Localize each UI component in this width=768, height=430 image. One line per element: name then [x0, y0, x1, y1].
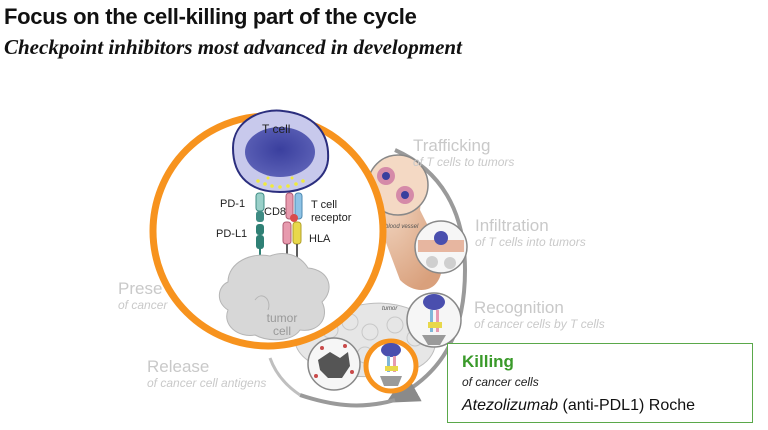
step-trafficking-label: Trafficking [413, 136, 491, 155]
t-cell-label: T cell [262, 122, 291, 136]
hla-label: HLA [309, 233, 331, 245]
t-cell-nucleus [245, 127, 315, 177]
recognition-circle [406, 292, 462, 348]
step-infiltration: Infiltration of T cells into tumors [475, 216, 586, 250]
drug-line: Atezolizumab (anti-PDL1) Roche [462, 397, 695, 415]
step-presentation-detail: of cancer [118, 298, 168, 312]
blood-vessel-label: blood vessel [385, 224, 419, 230]
pd1-receptor [255, 192, 265, 222]
step-recognition: Recognition of cancer cells by T cells [474, 298, 605, 332]
zoom-circle [149, 109, 387, 350]
tcr-label: T cell receptor [311, 199, 352, 224]
infiltration-circle [414, 220, 468, 274]
step-trafficking-detail: of T cells to tumors [413, 155, 515, 169]
trafficking-circle [367, 154, 429, 216]
killing-detail: of cancer cells [462, 375, 539, 389]
step-infiltration-detail: of T cells into tumors [475, 235, 586, 249]
killing-circle [363, 338, 419, 394]
pdl1-label: PD-L1 [216, 228, 248, 240]
cycle-arrow-lower [299, 393, 396, 408]
drug-company: Roche [648, 397, 696, 414]
pd1-label: PD-1 [220, 198, 246, 210]
page-subtitle: Checkpoint inhibitors most advanced in d… [4, 35, 462, 59]
step-release: Release of cancer cell antigens [147, 357, 266, 391]
cycle-arrow [386, 148, 468, 403]
tumor-cell-label: tumor cell [266, 311, 298, 338]
step-release-detail: of cancer cell antigens [147, 376, 267, 390]
killing-callout-box: Killing of cancer cells Atezolizumab (an… [447, 343, 753, 423]
tumor-cell-body [218, 253, 330, 341]
step-recognition-detail: of cancer cells by T cells [474, 317, 605, 331]
killing-label: Killing [462, 352, 514, 371]
drug-target: (anti-PDL1) [562, 397, 645, 414]
cd8-label: CD8 [264, 206, 287, 218]
step-infiltration-label: Infiltration [475, 216, 549, 235]
step-release-label: Release [147, 357, 210, 376]
tumor-label: tumor [382, 306, 398, 312]
step-trafficking: Trafficking of T cells to tumors [413, 136, 514, 170]
page-title: Focus on the cell-killing part of the cy… [4, 4, 417, 29]
release-circle [307, 337, 361, 391]
step-presentation: Prese of cancer [118, 279, 167, 313]
drug-name: Atezolizumab [462, 397, 559, 414]
step-recognition-label: Recognition [474, 298, 564, 317]
step-presentation-label: Prese [118, 279, 163, 298]
